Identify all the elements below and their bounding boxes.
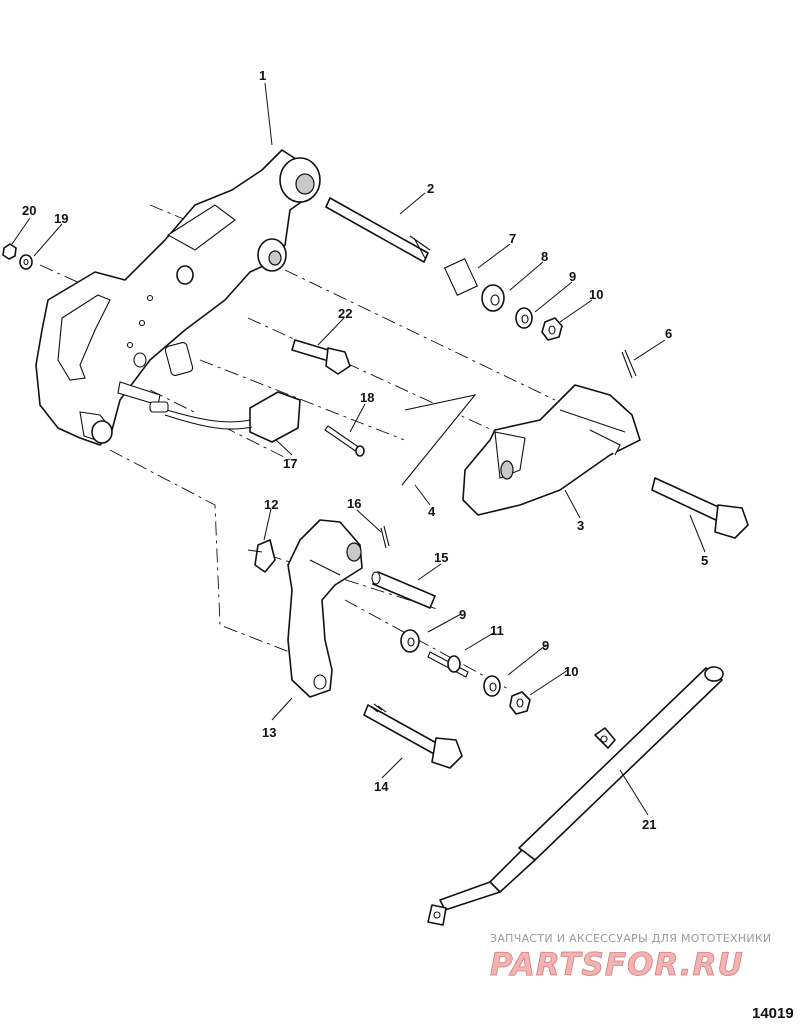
callout-12: 12	[264, 497, 278, 512]
callout-18: 18	[360, 390, 374, 405]
stop-part-12	[247, 539, 276, 573]
callout-7: 7	[509, 231, 516, 246]
wire-part-4	[401, 394, 477, 486]
linkage-part-3	[462, 384, 641, 516]
callout-15: 15	[434, 550, 448, 565]
washer-part-8	[481, 284, 505, 312]
callout-10-lower: 10	[564, 664, 578, 679]
callout-1: 1	[259, 68, 266, 83]
callout-14: 14	[374, 779, 389, 794]
callouts: 1 2 3 4 5 6 7 8 9 10 11 9 10 12 13 14 15…	[22, 68, 708, 832]
callout-13: 13	[262, 725, 276, 740]
nut-part-20	[2, 243, 17, 260]
callout-11: 11	[490, 623, 504, 638]
nut-part-10-lower	[509, 691, 531, 715]
callout-21: 21	[642, 817, 656, 832]
callout-6: 6	[665, 326, 672, 341]
spring-part-7	[443, 258, 479, 296]
callout-16: 16	[347, 496, 361, 511]
watermark: ЗАПЧАСТИ И АКСЕССУАРЫ ДЛЯ МОТОТЕХНИКИ PA…	[490, 932, 772, 983]
callout-22: 22	[338, 306, 352, 321]
leader-lines	[11, 82, 706, 816]
callout-2: 2	[427, 181, 434, 196]
callout-9-middle: 9	[459, 607, 466, 622]
watermark-subtitle: ЗАПЧАСТИ И АКСЕССУАРЫ ДЛЯ МОТОТЕХНИКИ	[490, 932, 772, 945]
watermark-brand: PARTSFOR.RU	[490, 947, 744, 983]
bolt-part-22	[291, 339, 351, 375]
bolt-part-5	[651, 477, 749, 539]
callout-8: 8	[541, 249, 548, 264]
callout-4: 4	[428, 504, 436, 519]
screw-part-18	[324, 425, 365, 457]
stud-part-2	[325, 197, 431, 263]
callout-9-upper: 9	[569, 269, 576, 284]
washer-part-9-upper	[515, 307, 533, 329]
callout-20: 20	[22, 203, 36, 218]
bolt-part-14	[363, 703, 463, 769]
washer-part-9-lower	[483, 675, 501, 697]
tilt-rod-part-21	[427, 666, 724, 926]
washer-part-19	[19, 254, 33, 270]
callout-5: 5	[701, 553, 708, 568]
cotter-pin-part-16	[380, 525, 390, 549]
nut-part-10-upper	[541, 317, 563, 341]
lever-part-13	[287, 519, 363, 698]
stud-part-11	[427, 651, 469, 678]
callout-17: 17	[283, 456, 297, 471]
switch-part-17	[149, 391, 301, 443]
callout-9-lower: 9	[542, 638, 549, 653]
figure-number: 14019	[752, 1005, 794, 1022]
callout-10-upper: 10	[589, 287, 603, 302]
cotter-pin-part-6	[621, 349, 637, 379]
washer-part-9-middle	[400, 629, 420, 653]
bracket-part-1	[35, 149, 321, 446]
callout-19: 19	[54, 211, 68, 226]
pin-part-15	[371, 571, 436, 609]
callout-3: 3	[577, 518, 584, 533]
